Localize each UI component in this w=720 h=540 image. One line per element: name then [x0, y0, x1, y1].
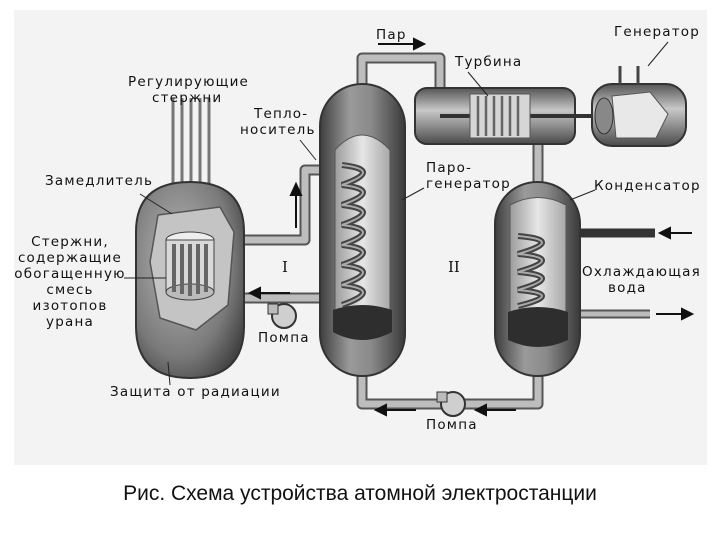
- label-control-rods-line1: Регулирующие: [128, 74, 249, 90]
- primary-return-arrow-icon: [247, 286, 290, 300]
- reactor: [135, 98, 245, 380]
- label-steam-generator-line1: Паро-: [426, 160, 472, 176]
- label-moderator: Замедлитель: [45, 173, 153, 189]
- flow-arrows: [247, 37, 695, 417]
- secondary-return-arrow-icon: [373, 403, 416, 417]
- cooling-in-arrow-icon: [657, 226, 692, 240]
- secondary-pump-arrow-icon: [473, 403, 516, 417]
- figure-caption: Рис. Схема устройства атомной электроста…: [123, 482, 597, 505]
- steam-generator: [319, 83, 406, 377]
- label-fuel-line3: обогащенную: [14, 266, 125, 282]
- label-loop-primary: I: [282, 258, 288, 276]
- label-pump-primary: Помпа: [258, 330, 310, 346]
- label-condenser: Конденсатор: [594, 178, 701, 194]
- condenser: [494, 181, 581, 377]
- turbine: [414, 87, 600, 145]
- label-pump-secondary: Помпа: [426, 417, 478, 433]
- label-generator: Генератор: [614, 24, 700, 40]
- label-fuel-line1: Стержни,: [31, 234, 109, 250]
- label-radiation-shield: Защита от радиации: [110, 384, 281, 400]
- label-steam: Пар: [376, 27, 407, 43]
- generator: [591, 66, 687, 147]
- label-fuel-line6: урана: [46, 314, 94, 330]
- label-coolant-line2: носитель: [240, 122, 316, 138]
- label-fuel-line2: содержащие: [18, 250, 122, 266]
- label-fuel-line5: изотопов: [33, 298, 108, 314]
- pump-secondary: [436, 391, 466, 417]
- fuel-rods: [165, 231, 215, 301]
- pump-primary: [267, 303, 297, 329]
- label-fuel-line4: смесь: [46, 282, 93, 298]
- label-loop-secondary: II: [448, 258, 460, 276]
- label-coolant-line1: Тепло-: [253, 106, 308, 122]
- label-cooling-water-line2: вода: [608, 280, 647, 296]
- label-turbine: Турбина: [454, 54, 522, 70]
- coolant-up-arrow-icon: [289, 181, 303, 228]
- turbine-blades: [476, 96, 520, 136]
- generator-terminals: [618, 66, 640, 84]
- label-steam-generator-line2: генератор: [426, 176, 511, 192]
- leader-lines: [124, 41, 669, 386]
- pipes: [238, 52, 655, 410]
- label-cooling-water-line1: Охлаждающая: [582, 264, 701, 280]
- label-control-rods-line2: стержни: [152, 90, 222, 106]
- cooling-out-arrow-icon: [656, 307, 695, 321]
- steam-flow-arrow-icon: [378, 37, 427, 51]
